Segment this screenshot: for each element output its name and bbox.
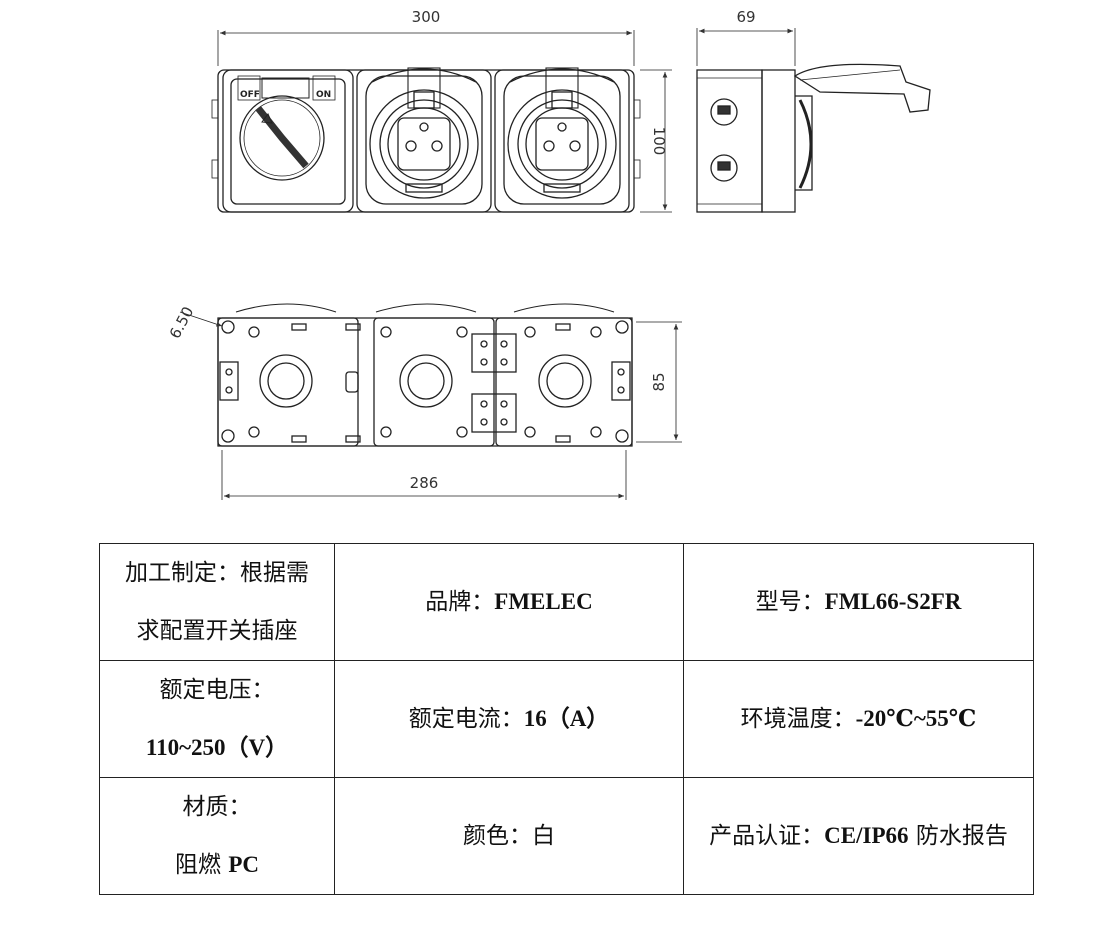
dim-width-286: 286 bbox=[410, 474, 439, 492]
current-cell: 额定电流：16（A） bbox=[334, 660, 684, 778]
dim-corner-6-50: 6.50 bbox=[166, 304, 198, 342]
color-cell: 颜色：白 bbox=[334, 777, 684, 895]
material-cell: 材质： 阻燃 PC bbox=[99, 777, 335, 895]
current-label: 额定电流： bbox=[408, 706, 524, 732]
switch-off-label: OFF bbox=[240, 90, 260, 100]
brand-value: FMELEC bbox=[494, 589, 593, 614]
model-label: 型号： bbox=[755, 589, 825, 615]
material-value-en: PC bbox=[228, 852, 259, 877]
technical-drawing: 300 OFF ON 100 69 bbox=[166, 8, 931, 500]
color-text: 颜色：白 bbox=[463, 823, 555, 849]
side-view bbox=[696, 28, 931, 213]
certification-label: 产品认证： bbox=[709, 823, 825, 849]
table-row: 材质： 阻燃 PC 颜色：白 产品认证：CE/IP66 防水报告 bbox=[99, 777, 1034, 895]
back-view bbox=[179, 303, 682, 500]
material-label: 材质： bbox=[182, 794, 252, 820]
dim-height-100: 100 bbox=[650, 127, 668, 156]
certification-value: CE/IP66 bbox=[824, 823, 909, 848]
dim-width-300: 300 bbox=[412, 8, 441, 26]
material-value-cn: 阻燃 bbox=[175, 852, 229, 878]
front-view bbox=[211, 30, 672, 213]
model-value: FML66-S2FR bbox=[824, 589, 962, 614]
table-row: 加工制定：根据需 求配置开关插座 品牌：FMELEC 型号：FML66-S2FR bbox=[99, 543, 1034, 661]
current-value: 16（A） bbox=[523, 706, 610, 731]
temperature-label: 环境温度： bbox=[740, 706, 856, 732]
certification-suffix: 防水报告 bbox=[908, 823, 1008, 849]
model-cell: 型号：FML66-S2FR bbox=[683, 543, 1034, 661]
customization-line-2: 求配置开关插座 bbox=[136, 618, 298, 644]
customization-line-1: 加工制定：根据需 bbox=[125, 560, 309, 586]
temperature-cell: 环境温度：-20℃~55℃ bbox=[683, 660, 1034, 778]
dim-height-85: 85 bbox=[650, 372, 668, 391]
material-value: 阻燃 PC bbox=[104, 836, 330, 894]
dim-depth-69: 69 bbox=[736, 8, 755, 26]
brand-cell: 品牌：FMELEC bbox=[334, 543, 684, 661]
temperature-value: -20℃~55℃ bbox=[855, 706, 977, 731]
spec-table: 加工制定：根据需 求配置开关插座 品牌：FMELEC 型号：FML66-S2FR… bbox=[99, 543, 1034, 895]
brand-label: 品牌： bbox=[425, 589, 495, 615]
customization-cell: 加工制定：根据需 求配置开关插座 bbox=[99, 543, 335, 661]
table-row: 额定电压： 110~250（V） 额定电流：16（A） 环境温度：-20℃~55… bbox=[99, 660, 1034, 778]
voltage-label: 额定电压： bbox=[159, 677, 275, 703]
voltage-value: 110~250（V） bbox=[145, 735, 289, 760]
certification-cell: 产品认证：CE/IP66 防水报告 bbox=[683, 777, 1034, 895]
switch-on-label: ON bbox=[316, 90, 331, 100]
voltage-cell: 额定电压： 110~250（V） bbox=[99, 660, 335, 778]
